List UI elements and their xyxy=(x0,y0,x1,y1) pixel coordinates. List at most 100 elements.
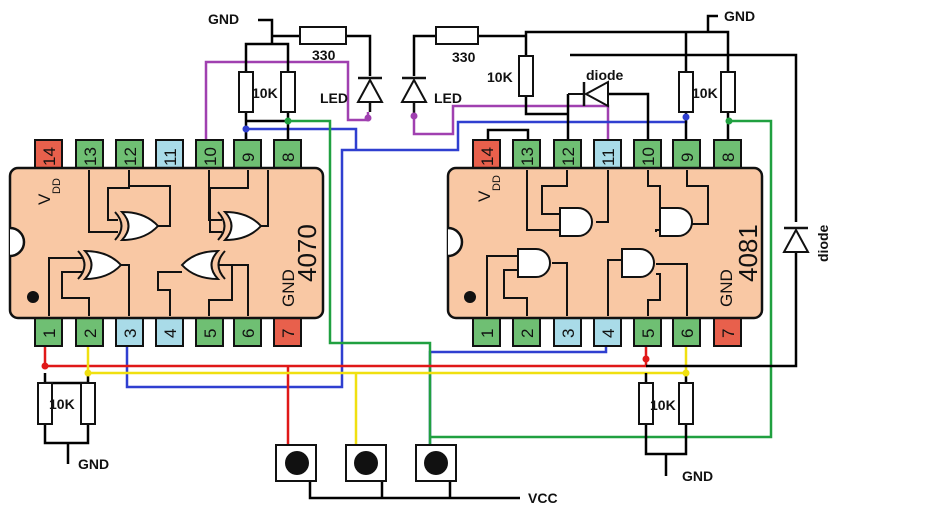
diode-right xyxy=(782,226,810,253)
chip-4070-notch xyxy=(9,226,26,258)
vdd-sub: DD xyxy=(491,175,503,191)
diode-label-top: diode xyxy=(586,67,624,83)
junction-dot xyxy=(284,117,292,125)
chip-4081-internal-wiring xyxy=(486,170,709,316)
resistor-label-10k-top-right-single: 10K xyxy=(487,69,513,85)
pin-label-8: 8 xyxy=(719,153,738,162)
junction-dot xyxy=(84,369,92,377)
vcc-label: VCC xyxy=(528,490,558,506)
resistor-330-left xyxy=(299,26,347,45)
pin-label-14: 14 xyxy=(478,147,497,166)
gnd-pin-label: GND xyxy=(717,269,736,307)
gnd-label-top-left: GND xyxy=(208,11,239,27)
and-gate-3 xyxy=(517,248,551,278)
gnd-label-top-right: GND xyxy=(724,8,755,24)
top-right-components: GND 330 LED 10K diode 10K xyxy=(400,8,755,125)
resistor-label-10k-top-left: 10K xyxy=(252,85,278,101)
wire-green-left-pin8 xyxy=(288,119,432,455)
part-number-4070: 4070 xyxy=(292,224,322,282)
pin-14 xyxy=(472,139,501,171)
resistor-10k-bottom-right-a xyxy=(638,382,654,425)
junction-dot xyxy=(682,369,690,377)
pin-label-2: 2 xyxy=(518,329,537,338)
chip-4081-top-pins xyxy=(472,139,742,171)
pin-6 xyxy=(233,315,262,347)
pin-14 xyxy=(34,139,63,171)
and-gate-4 xyxy=(621,248,655,278)
wire-yellow xyxy=(86,346,688,455)
gnd-label-bottom-left: GND xyxy=(78,456,109,472)
pin-label-1: 1 xyxy=(40,329,59,338)
pin-1 xyxy=(34,315,63,347)
vdd-label: V DD xyxy=(35,178,63,205)
and-gate-2 xyxy=(659,207,693,237)
wire-blue-right-pin4 xyxy=(428,346,608,455)
pin-8 xyxy=(713,139,742,171)
pin-label-5: 5 xyxy=(639,329,658,338)
resistor-label-10k-top-right: 10K xyxy=(692,85,718,101)
junction-dot xyxy=(242,125,250,133)
xor-gate-1 xyxy=(114,210,160,242)
and-gate-1 xyxy=(559,207,593,237)
xor-gate-2 xyxy=(217,210,263,242)
xor-gate-3 xyxy=(77,249,123,281)
resistor-10k-right-b xyxy=(720,71,736,113)
pin-label-13: 13 xyxy=(81,147,100,166)
bottom-left-resistors: 10K GND xyxy=(37,362,109,472)
resistor-10k-bottom-right-b xyxy=(678,382,694,425)
pin-11 xyxy=(593,139,622,171)
vdd-main: V xyxy=(35,193,54,205)
wire-purple-right xyxy=(412,104,610,140)
pin1-dot xyxy=(464,291,476,303)
chip-4070-top-pins xyxy=(34,139,302,171)
junction-dot xyxy=(642,355,650,363)
pin-3 xyxy=(115,315,144,347)
push-button-2[interactable] xyxy=(345,444,387,482)
pin-label-1: 1 xyxy=(478,329,497,338)
junction-dot xyxy=(410,112,418,120)
pin-label-10: 10 xyxy=(201,147,220,166)
pin-label-6: 6 xyxy=(239,329,258,338)
push-button-1[interactable] xyxy=(275,444,317,482)
resistor-label-330-right: 330 xyxy=(452,49,476,65)
xor-gate-4 xyxy=(180,249,226,281)
pin-label-4: 4 xyxy=(161,329,180,338)
pin-2 xyxy=(512,315,541,347)
chip-4070-bottom-pins xyxy=(34,315,302,347)
vdd-sub: DD xyxy=(51,178,63,194)
chip-4081: 14 13 12 11 10 9 8 1 2 3 4 5 6 7 V DD GN… xyxy=(446,139,764,347)
pin-12 xyxy=(553,139,582,171)
pin-label-7: 7 xyxy=(719,329,738,338)
pin-10 xyxy=(633,139,662,171)
pin-label-8: 8 xyxy=(279,153,298,162)
junction-dot xyxy=(682,113,690,121)
pin-label-14: 14 xyxy=(40,147,59,166)
resistor-10k-bottom-left-a xyxy=(37,382,53,425)
resistor-10k-right-a xyxy=(678,71,694,113)
pin-label-12: 12 xyxy=(559,147,578,166)
push-button-3[interactable] xyxy=(415,444,457,482)
resistor-10k-right-single xyxy=(518,55,534,97)
junction-dot xyxy=(41,362,49,370)
diode-label-right: diode xyxy=(815,224,831,262)
pin-label-11: 11 xyxy=(599,148,618,166)
led-label-right: LED xyxy=(434,90,462,106)
resistor-330-right xyxy=(435,26,479,45)
resistor-label-330-left: 330 xyxy=(312,47,336,63)
led-left xyxy=(356,76,384,112)
vdd-main: V xyxy=(475,190,494,202)
pin-1 xyxy=(472,315,501,347)
chip-4070-internal-wiring xyxy=(48,170,269,316)
diode-top xyxy=(568,80,609,108)
bottom-right-resistors: 10K GND xyxy=(638,355,713,484)
pin-label-3: 3 xyxy=(121,329,140,338)
pin-label-10: 10 xyxy=(639,147,658,166)
pin-label-9: 9 xyxy=(239,153,258,162)
pin-3 xyxy=(553,315,582,347)
pin-label-11: 11 xyxy=(161,148,180,166)
resistor-10k-left-b xyxy=(280,71,296,113)
junction-dot xyxy=(364,114,372,122)
pin-label-9: 9 xyxy=(678,153,697,162)
led-right xyxy=(400,76,428,116)
